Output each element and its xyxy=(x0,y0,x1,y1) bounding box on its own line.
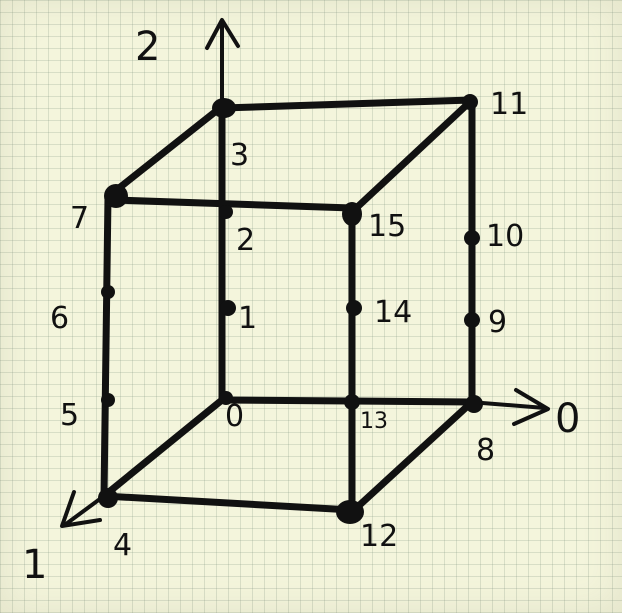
dot-5 xyxy=(101,393,115,407)
edge-3-11 xyxy=(218,96,476,112)
edge-7-4 xyxy=(100,192,112,500)
axis-x-label: 0 xyxy=(555,396,580,442)
dot-11 xyxy=(462,94,478,110)
vertex-label-7: 7 xyxy=(70,201,89,236)
edge-7-15 xyxy=(110,196,356,212)
vertex-label-1: 1 xyxy=(238,301,257,336)
edge-11-15 xyxy=(348,96,476,216)
dot-13 xyxy=(344,394,360,410)
vertex-label-11: 11 xyxy=(490,87,528,122)
vertex-dots xyxy=(98,94,483,524)
edge-3-7 xyxy=(110,104,224,196)
axis-y-label: 1 xyxy=(22,542,47,588)
edge-4-12 xyxy=(100,492,356,514)
vertex-label-14: 14 xyxy=(374,295,412,330)
axis-y-arrowhead xyxy=(60,490,102,528)
edge-8-12 xyxy=(348,398,476,516)
vertex-label-4: 4 xyxy=(113,528,132,563)
cube-edges xyxy=(100,96,476,516)
axis-labels: 2 0 1 xyxy=(22,24,580,588)
axis-y-line xyxy=(64,494,106,526)
vertex-label-9: 9 xyxy=(488,305,507,340)
dot-8 xyxy=(465,395,483,413)
dot-14 xyxy=(346,300,362,316)
dot-10 xyxy=(464,230,480,246)
dot-3 xyxy=(212,98,236,118)
vertex-label-6: 6 xyxy=(50,301,69,336)
vertex-label-0: 0 xyxy=(225,399,244,434)
vertex-label-12: 12 xyxy=(360,519,398,554)
vertex-label-5: 5 xyxy=(60,398,79,433)
vertex-label-10: 10 xyxy=(486,219,524,254)
axis-x-arrowhead xyxy=(512,388,550,426)
vertex-label-3: 3 xyxy=(230,138,249,173)
dot-1 xyxy=(220,300,236,316)
dot-15 xyxy=(342,202,362,226)
edge-0-4 xyxy=(100,396,226,500)
vertex-label-13: 13 xyxy=(360,409,388,434)
dot-2 xyxy=(219,205,233,219)
axis-z-arrowhead xyxy=(205,18,240,50)
vertex-label-15: 15 xyxy=(368,209,406,244)
dot-12 xyxy=(336,500,364,524)
dot-9 xyxy=(464,312,480,328)
dot-0 xyxy=(219,391,233,405)
vertex-label-8: 8 xyxy=(476,433,495,468)
axis-z-label: 2 xyxy=(135,24,160,70)
vertex-label-2: 2 xyxy=(236,223,255,258)
dot-6 xyxy=(101,285,115,299)
dot-4 xyxy=(98,488,118,508)
vertex-labels: 0 1 2 3 4 5 6 7 8 9 10 11 12 13 14 15 xyxy=(50,87,528,563)
dot-7 xyxy=(104,184,128,208)
